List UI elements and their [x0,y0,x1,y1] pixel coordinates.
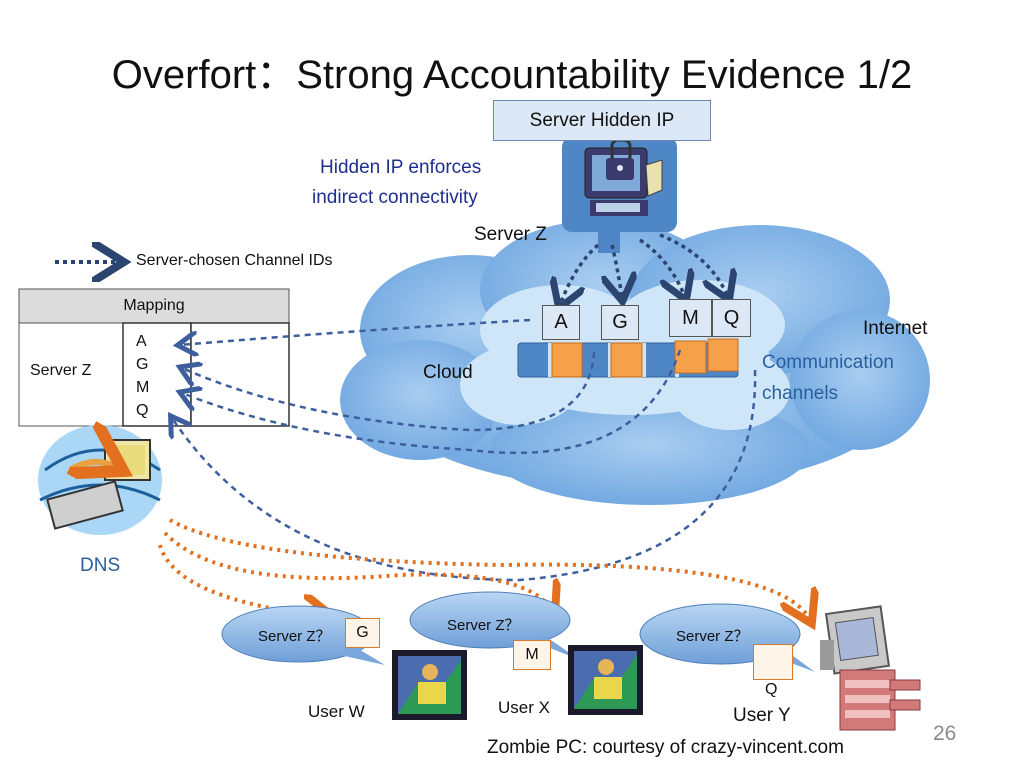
server-stand [562,137,677,253]
legend-label: Server-chosen Channel IDs [136,252,333,269]
server-channel-arrows [560,233,728,305]
user-x-answer: M [513,640,551,670]
user-w-computer-icon [392,650,467,720]
channel-id-box: Q [712,299,751,337]
mapping-id: A [136,333,147,350]
hidden-ip-note-line2: indirect connectivity [312,187,478,208]
mapping-arrows [172,318,757,582]
user-x-query: Server Z？ [447,617,520,634]
channels-label-line1: Communication [762,352,894,373]
channel-block [707,338,739,372]
slide-title: Overfort：Strong Accountability Evidence … [111,53,913,97]
user-y-query: Server Z？ [676,628,749,645]
hidden-ip-note-line1: Hidden IP enforces [320,157,482,178]
channel-block [610,342,643,378]
channels-label-line2: channels [762,383,839,404]
channel-id-box: A [542,305,580,340]
mapping-id: G [136,356,149,373]
user-w-name: User W [308,702,365,721]
channel-id-box: M [669,299,712,337]
zombie-pc-icon [820,605,921,731]
dns-computer-icon [38,425,162,535]
user-y-answer-box [753,644,793,680]
user-x-computer-icon [568,645,643,715]
channel-block [551,342,583,378]
user-y-name: User Y [733,705,791,726]
server-hidden-ip-box: Server Hidden IP [493,100,711,141]
user-x-name: User X [498,698,550,717]
channel-block [674,340,707,374]
mapping-id: Q [136,402,149,419]
mapping-header: Mapping [123,297,185,314]
user-w-answer: G [345,618,380,648]
mapping-id: M [136,379,150,396]
user-w-query: Server Z？ [258,628,331,645]
server-hidden-ip-label: Server Hidden IP [529,109,675,131]
cloud-label: Cloud [423,362,473,383]
channel-id-box: G [601,305,639,340]
page-number: 26 [933,722,957,745]
internet-label: Internet [863,318,928,339]
server-z-label: Server Z [474,224,547,245]
mapping-server: Server Z [30,362,92,379]
user-w-bubble [221,605,385,665]
dns-label: DNS [80,555,121,576]
user-y-answer: Q [765,681,778,698]
credit-text: Zombie PC: courtesy of crazy-vincent.com [487,737,844,758]
